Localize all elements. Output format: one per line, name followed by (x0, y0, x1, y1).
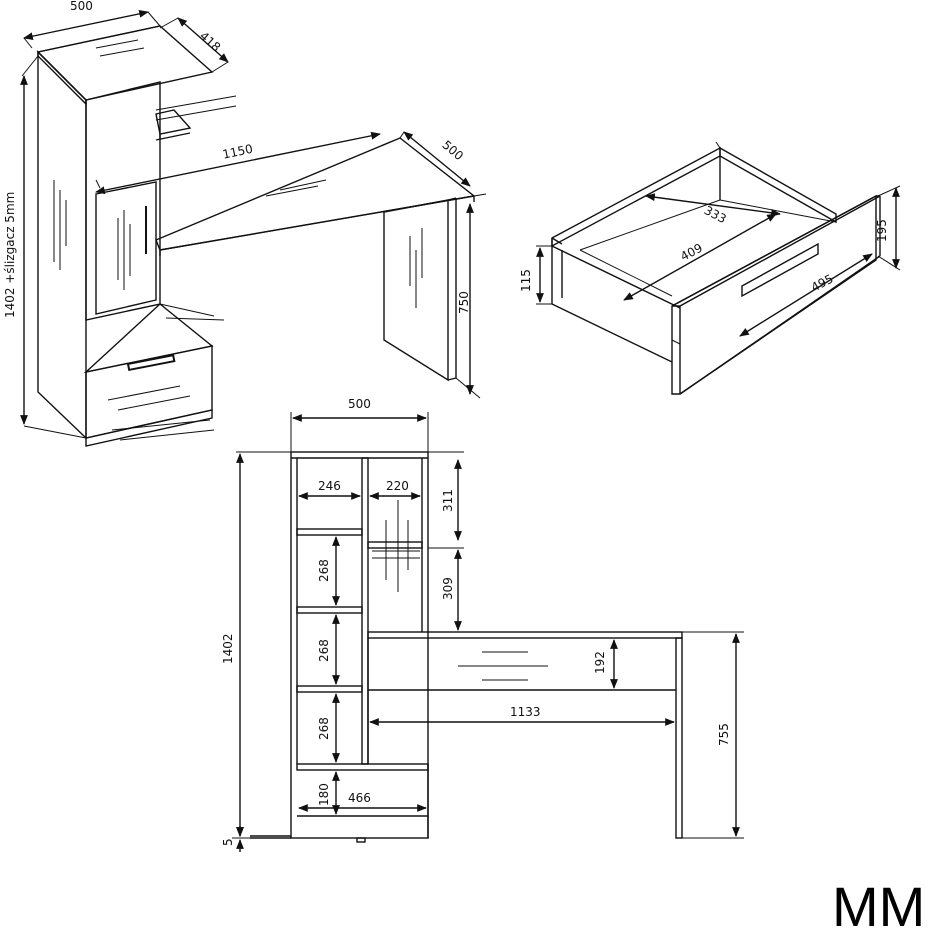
front-plinth-label: 5 (221, 838, 235, 846)
iso-top-width-label: 500 (70, 0, 93, 13)
drawer-inner-depth-label: 409 (678, 241, 705, 264)
drawer-view: 333 409 495 115 195 (519, 141, 901, 395)
unit-label: MM (832, 875, 925, 933)
front-shelf-1-label: 268 (317, 559, 331, 582)
iso-top-depth-label: 418 (197, 29, 223, 55)
iso-desk-width-label: 1150 (221, 142, 254, 162)
front-left-shelf-width-label: 246 (318, 479, 341, 493)
front-desk-span-label: 1133 (510, 705, 541, 719)
front-bottom-width-label: 466 (348, 791, 371, 805)
iso-desk (95, 39, 476, 382)
iso-tower (36, 25, 214, 447)
front-second-compartment-label: 309 (441, 577, 455, 600)
front-tower-width-label: 500 (348, 397, 371, 411)
iso-desk-depth-label: 500 (439, 138, 466, 163)
front-view: 500 246 220 311 309 268 268 268 180 466 … (221, 397, 744, 852)
front-drawer-height-label: 192 (593, 651, 607, 674)
drawer-side-height-label: 115 (519, 269, 533, 292)
front-total-height-label: 1402 (221, 633, 235, 664)
front-bottom-height-label: 180 (317, 783, 331, 806)
iso-unit-view: 500 418 1150 500 750 1402 +ślizgacz 5mm (3, 0, 487, 447)
front-shelf-2-label: 268 (317, 639, 331, 662)
drawer-front-height-label: 195 (875, 219, 889, 242)
iso-desk-height-label: 750 (457, 291, 471, 314)
iso-total-height-label: 1402 +ślizgacz 5mm (3, 192, 17, 318)
front-right-shelf-width-label: 220 (386, 479, 409, 493)
front-top-compartment-label: 311 (441, 489, 455, 512)
front-shelf-3-label: 268 (317, 717, 331, 740)
front-desk-height-label: 755 (717, 723, 731, 746)
